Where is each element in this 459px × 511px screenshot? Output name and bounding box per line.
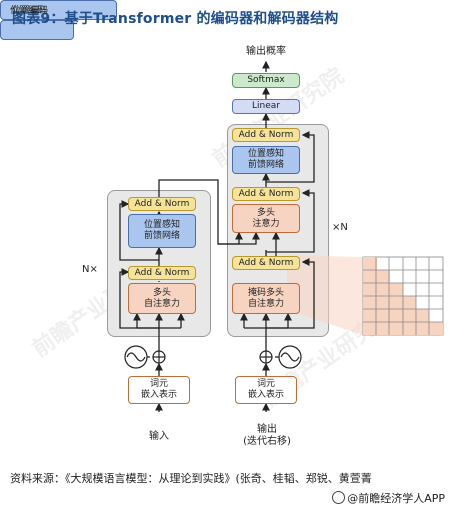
decoder-add-norm-1: Add & Norm bbox=[232, 256, 300, 270]
credit-line: @前瞻经济学人APP bbox=[332, 490, 445, 506]
mask-grid bbox=[362, 256, 444, 336]
decoder-embedding-box: 词元 嵌入表示 bbox=[235, 376, 297, 404]
decoder-cross-attention-box: 多头 注意力 bbox=[232, 204, 300, 233]
positional-encoding-label: 位置编码 bbox=[12, 6, 49, 16]
encoder-embedding-box: 词元 嵌入表示 bbox=[128, 376, 190, 404]
decoder-feed-forward-box: 位置感知 前馈网络 bbox=[232, 146, 300, 174]
mask-projection bbox=[287, 255, 363, 335]
encoder-add-norm-2: Add & Norm bbox=[128, 197, 196, 211]
linear-box: Linear bbox=[232, 99, 300, 114]
decoder-positional-encoding: 位置编码 bbox=[0, 6, 74, 40]
encoder-repeat-label: N× bbox=[82, 264, 98, 275]
encoder-self-attention-box: 多头 自注意力 bbox=[128, 283, 196, 314]
positional-encoding-label: 位置编码 bbox=[10, 6, 47, 16]
decoder-add-norm-2: Add & Norm bbox=[232, 187, 300, 201]
encoder-feed-forward-box: 位置感知 前馈网络 bbox=[128, 214, 196, 248]
decoder-repeat-label: ×N bbox=[332, 222, 348, 233]
decoder-masked-attention-box: 掩码多头 自注意力 bbox=[232, 283, 300, 314]
brand-icon bbox=[332, 491, 346, 504]
encoder-positional-encoding: 位置编码 bbox=[0, 0, 117, 20]
decoder-add-norm-3: Add & Norm bbox=[232, 128, 300, 142]
encoder-input-label: 输入 bbox=[149, 431, 169, 442]
encoder-add-norm-1: Add & Norm bbox=[128, 266, 196, 280]
output-probabilities-label: 输出概率 bbox=[246, 46, 286, 57]
softmax-box: Softmax bbox=[232, 73, 300, 88]
source-note: 资料来源：《大规模语言模型：从理论到实践》(张奇、桂韬、郑锐、黄萱菁 bbox=[10, 472, 372, 485]
figure-title: 图表9：基于Transformer 的编码器和解码器结构 bbox=[12, 11, 339, 27]
decoder-input-label: 输出 (迭代右移) bbox=[243, 424, 291, 447]
